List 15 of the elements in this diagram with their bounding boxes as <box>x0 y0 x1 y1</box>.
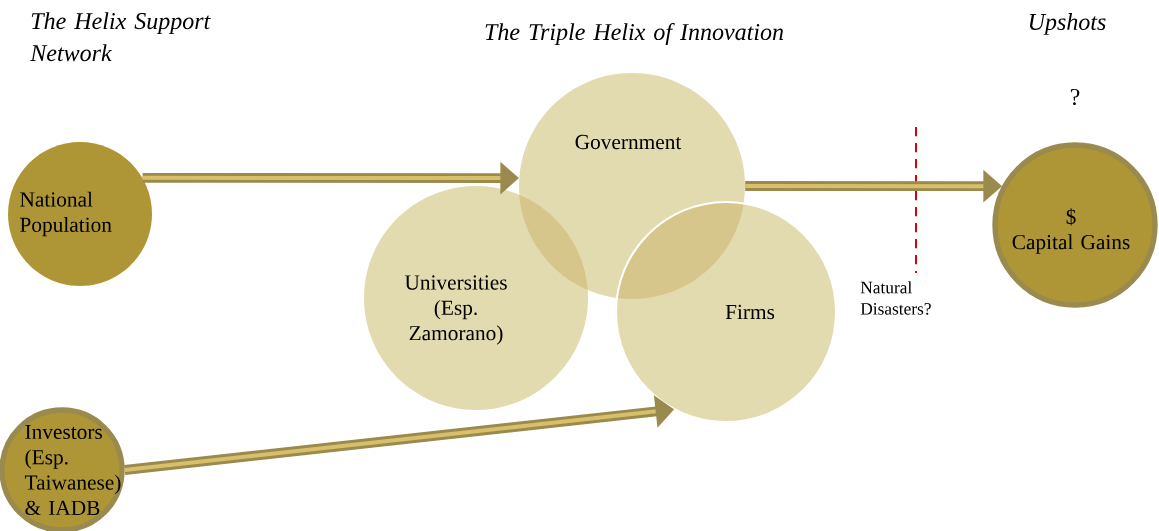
circle-node <box>8 142 152 286</box>
node-text: $ Capital Gains <box>1012 208 1130 254</box>
node-text: Universities (Esp. Zamorano) <box>404 275 507 345</box>
heading: Upshots <box>1029 13 1106 35</box>
circle-node <box>364 186 588 410</box>
node-text: Investors (Esp. Taiwanese) & IADB <box>24 424 121 516</box>
heading: The Triple Helix of Innovation <box>485 23 783 45</box>
circle-node <box>992 142 1158 308</box>
node-text: National Population <box>20 191 112 237</box>
node-text: Government <box>575 134 682 150</box>
question-mark: ? <box>1070 88 1080 106</box>
annotation: Natural Disasters? <box>860 281 931 315</box>
circle-node <box>0 407 125 531</box>
node-text: Firms <box>725 304 775 320</box>
heading: The Helix Support Network <box>30 12 211 62</box>
